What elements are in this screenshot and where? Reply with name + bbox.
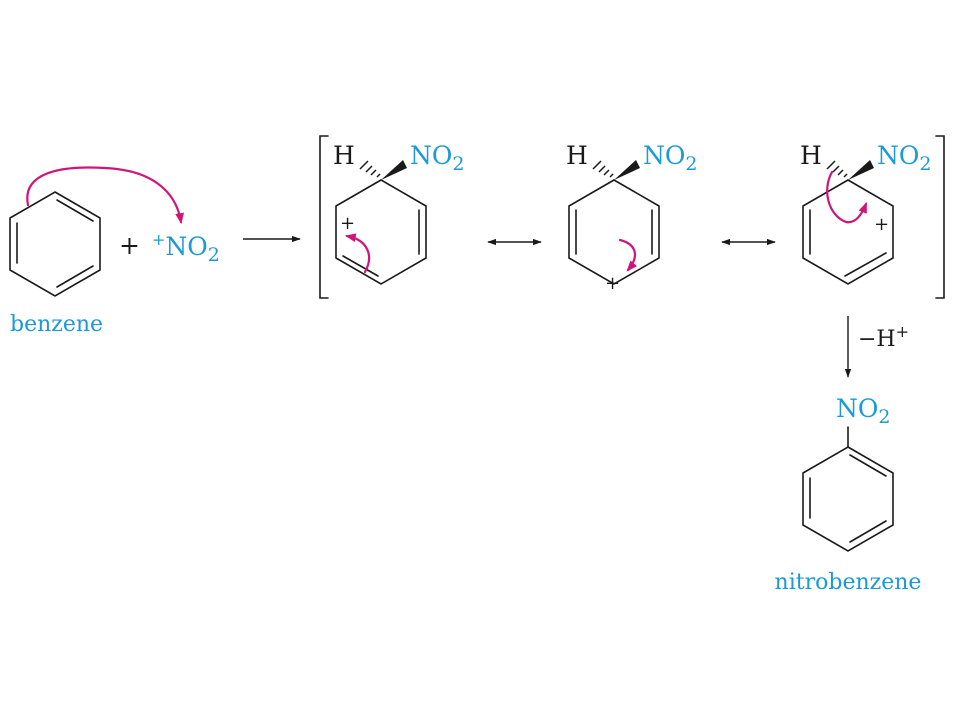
ring-2: [568, 179, 660, 285]
nitrobenzene-structure: NO2: [802, 394, 894, 552]
benzene-label: benzene: [10, 312, 103, 337]
left-bracket: [319, 135, 329, 299]
ring-1: [335, 179, 427, 285]
ring-2-wedge-bond: [614, 160, 640, 180]
nitrobenzene-label: nitrobenzene: [775, 570, 922, 595]
nitronium-subscript: 2: [208, 244, 220, 266]
benzene-double-bond-1: [56, 199, 94, 222]
ring-1-wedge-bond: [381, 160, 407, 180]
ring-1-double-bond-b: [342, 255, 379, 277]
sigma-complex-2: H NO2 +: [566, 141, 697, 294]
ring-3-hydrogen: H: [800, 141, 822, 170]
sigma-complex-1: H NO2 +: [333, 141, 464, 285]
ring-1-curly-arrow: [344, 233, 371, 274]
ring-3-double-bond-a: [844, 252, 887, 277]
ring-2-curly-arrow: [618, 238, 638, 272]
ring-1-hash-bond: [359, 160, 381, 178]
nitrobenzene-double-bond-2: [849, 520, 887, 543]
ring-3-curly-arrow: [826, 170, 868, 224]
nitronium-charge: +: [152, 230, 165, 249]
ring-3: [802, 179, 894, 285]
nitronium-no: NO: [165, 232, 207, 261]
ring-2-hydrogen: H: [566, 141, 588, 170]
ring-1-positive-charge: +: [340, 213, 355, 234]
ring-2-positive-charge: +: [605, 273, 620, 294]
ring-1-hydrogen: H: [333, 141, 355, 170]
ring-3-nitro-group: NO2: [877, 141, 931, 175]
right-bracket: [935, 135, 945, 299]
nitrobenzene-double-bond-1: [849, 454, 887, 477]
sigma-complex-3: H NO2 +: [800, 141, 931, 285]
ring-3-wedge-bond: [848, 160, 874, 180]
nitrobenzene-ring: [802, 446, 894, 552]
ring-3-positive-charge: +: [874, 214, 889, 235]
benzene-structure: [9, 191, 101, 297]
ring-3-hash-bond: [826, 160, 848, 178]
nitrobenzene-nitro-group: NO2: [836, 394, 890, 428]
ring-1-nitro-group: NO2: [410, 141, 464, 175]
ring-2-hash-bond: [592, 160, 614, 178]
plus-sign: +: [119, 231, 140, 260]
ring-2-nitro-group: NO2: [643, 141, 697, 175]
curly-arrow-pi-to-nitronium: [26, 166, 184, 225]
nitronium-ion: +NO2: [152, 230, 220, 266]
benzene-double-bond-2: [56, 265, 94, 288]
benzene-ring: [9, 191, 101, 297]
minus-proton-label: −H+: [858, 322, 909, 352]
